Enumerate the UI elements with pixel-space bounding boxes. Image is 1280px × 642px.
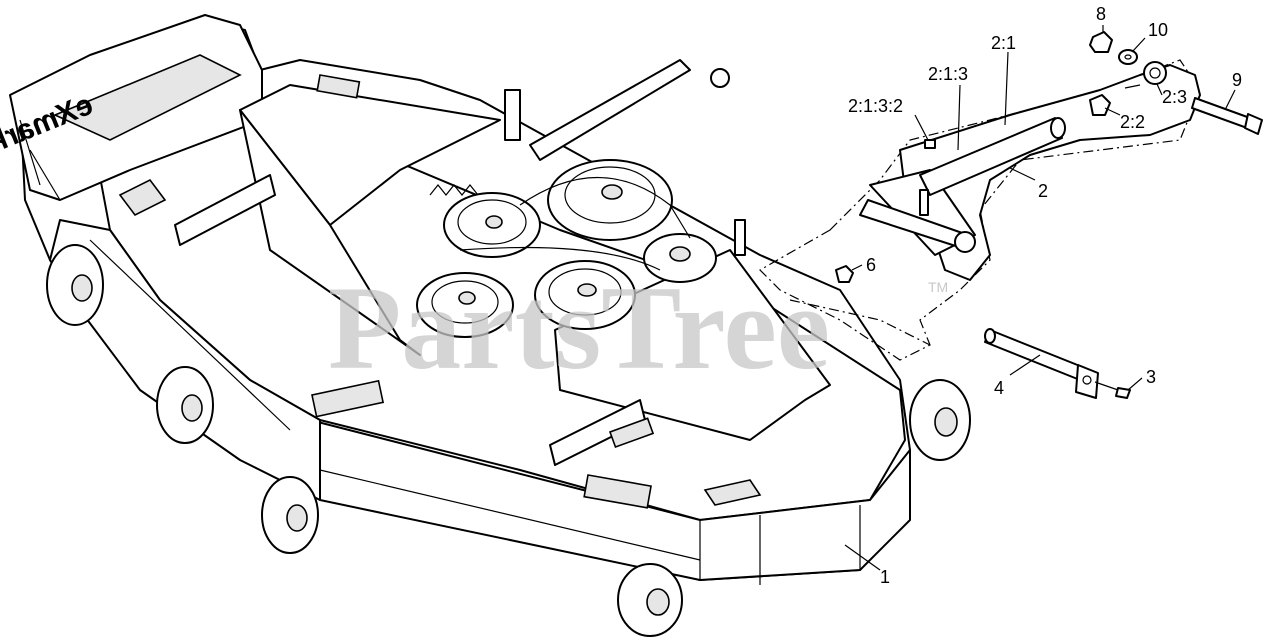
callout-2-1-3: 2:1:3 [928,64,968,84]
part-2-arm [859,61,1201,281]
watermark: PartsTree TM [328,261,948,394]
anti-scalp-wheel-1 [46,244,104,326]
pulley-right-top [547,159,673,241]
callout-1: 1 [880,567,890,587]
part-6-nut [835,265,854,283]
mower-deck: eXmark [0,14,971,637]
callout-2-3: 2:3 [1162,87,1187,107]
part-3-bolt [1094,381,1131,399]
callout-9: 9 [1232,70,1242,90]
callout-4: 4 [994,378,1004,398]
pulley-left-idler [443,192,541,258]
callout-2-1-3-2: 2:1:3:2 [848,96,903,116]
leader-lines [844,25,1236,571]
pulley-small [643,233,717,283]
callout-labels: 8 10 2:1 2:1:3 9 2:1:3:2 2:3 2:2 2 6 3 4… [848,4,1242,587]
watermark-tm: TM [928,279,948,295]
callout-10: 10 [1148,20,1168,40]
anti-scalp-wheel-5 [909,379,971,461]
part-10-washer [1118,49,1138,65]
part-8-nut [1089,31,1113,53]
callout-6: 6 [866,255,876,275]
pulley-center [534,260,636,330]
callout-2-2: 2:2 [1120,112,1145,132]
exploded-outline [759,59,1201,361]
anti-scalp-wheel-4 [617,563,683,637]
part-4-shaft [984,328,1099,399]
pulley-left-bottom [416,272,514,338]
watermark-text: PartsTree [328,261,830,394]
callout-2: 2 [1038,181,1048,201]
callout-8: 8 [1096,4,1106,24]
callout-3: 3 [1146,367,1156,387]
anti-scalp-wheel-2 [156,366,214,444]
part-9-bolt [1191,97,1263,135]
anti-scalp-wheel-3 [261,476,319,554]
callout-2-1: 2:1 [991,33,1016,53]
